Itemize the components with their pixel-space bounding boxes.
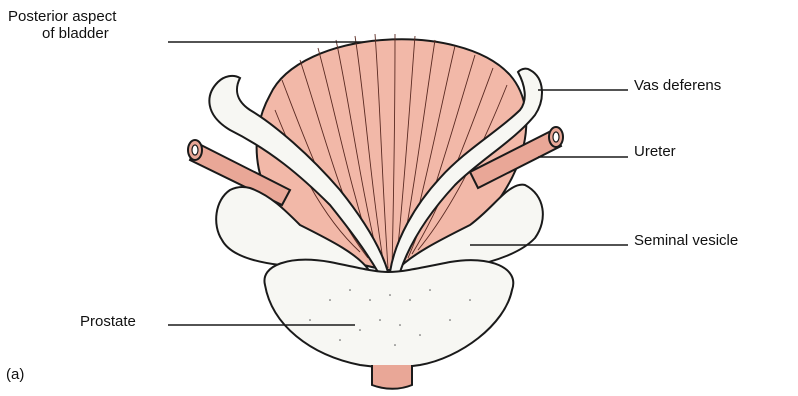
label-posterior-aspect: Posterior aspect — [8, 8, 116, 25]
panel-label: (a) — [6, 366, 24, 383]
prostate — [264, 260, 513, 367]
label-seminal-vesicle: Seminal vesicle — [634, 232, 738, 249]
label-ureter: Ureter — [634, 143, 676, 160]
label-prostate: Prostate — [80, 313, 136, 330]
label-of-bladder: of bladder — [42, 25, 109, 42]
label-vas-deferens: Vas deferens — [634, 77, 721, 94]
urethra — [372, 365, 412, 389]
